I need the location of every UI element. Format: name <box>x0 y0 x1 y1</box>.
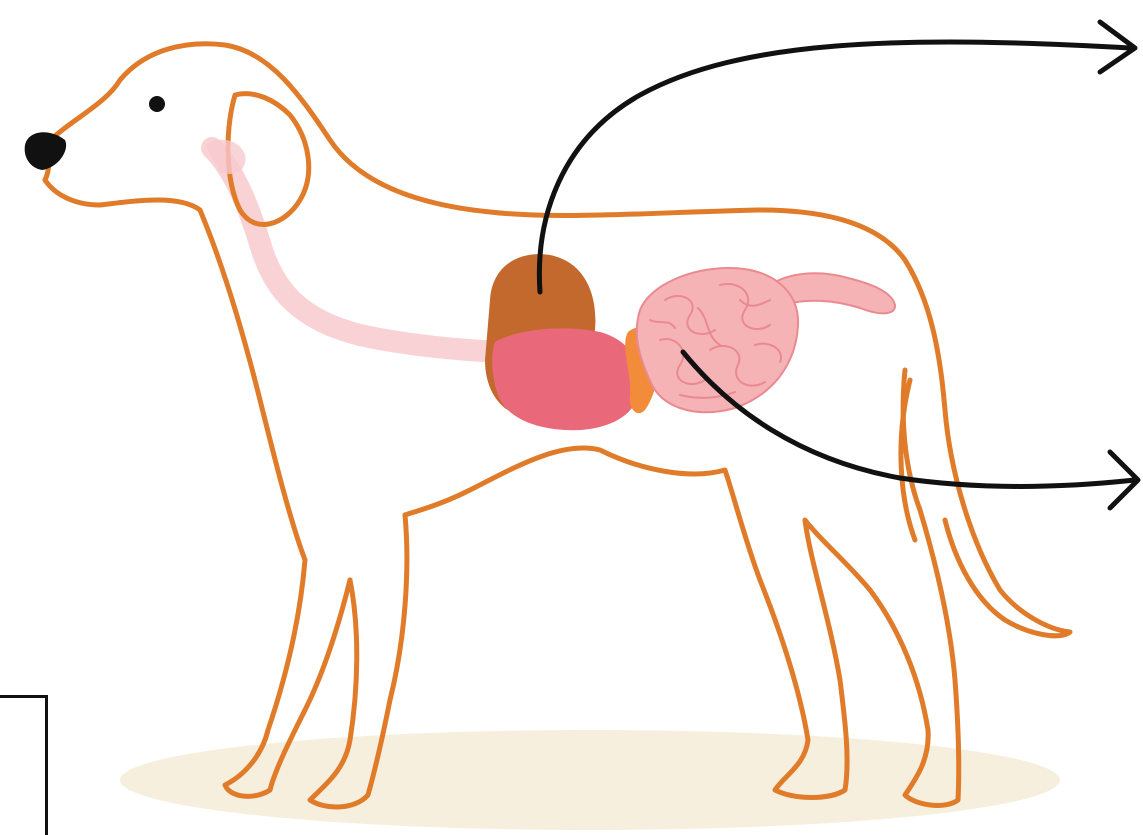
eye-icon <box>149 96 165 112</box>
arrow-upper <box>539 22 1135 292</box>
stomach-icon <box>492 328 641 430</box>
text-box-frame <box>0 695 48 835</box>
esophagus-icon <box>212 148 500 352</box>
nose-icon <box>25 132 66 170</box>
